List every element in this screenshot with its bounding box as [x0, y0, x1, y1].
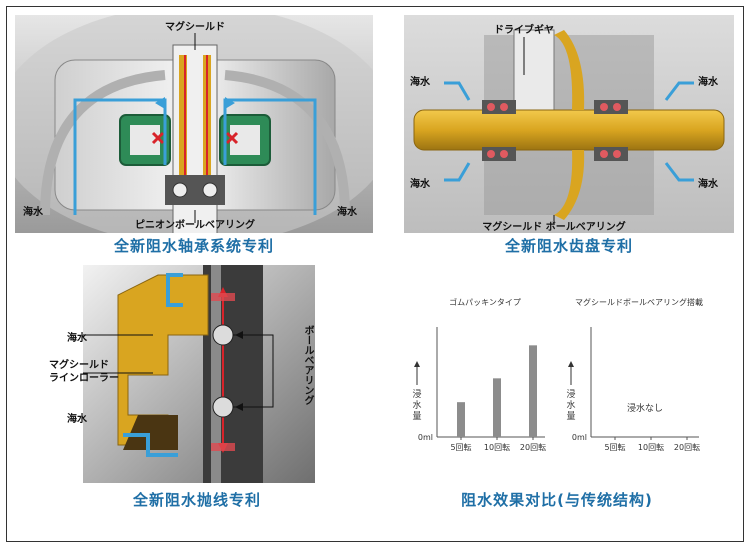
y-zero-label-1: 0ml: [572, 433, 587, 442]
bar-0-0: [457, 402, 465, 437]
x-tick-label-0-0: 5回転: [450, 443, 471, 452]
caption-comparison: 阻水效果对比(与传统结构): [461, 491, 653, 509]
ylabel-char-0-2: 量: [412, 411, 421, 422]
magshield-line-roller-label: マグシールド ラインローラー: [49, 359, 119, 385]
seawater-label-upper: 海水: [67, 333, 87, 344]
ylabel-char-0-0: 浸: [412, 389, 421, 400]
ylabel-arrowhead-0: [414, 361, 420, 367]
ylabel-arrowhead-1: [568, 361, 574, 367]
x-tick-label-0-2: 20回転: [520, 443, 546, 452]
magshield-label-line1: マグシールド: [49, 360, 109, 371]
x-tick-label-1-0: 5回転: [604, 443, 625, 452]
x-tick-label-0-1: 10回転: [484, 443, 510, 452]
drive-gear-label: ドライブギヤ: [494, 23, 554, 36]
x-tick-label-1-1: 10回転: [638, 443, 664, 452]
ylabel-char-1-0: 浸: [566, 389, 575, 400]
magshield-label-line2: ラインローラー: [49, 373, 119, 384]
ball-bearing-vertical-label: ボールベアリング: [302, 325, 313, 405]
ylabel-char-1-2: 量: [566, 411, 575, 422]
caption-bearing-system: 全新阻水轴承系统专利: [113, 237, 274, 255]
chart-title-0: ゴムパッキンタイプ: [449, 297, 521, 307]
magshield-label: マグシールド: [165, 20, 225, 33]
seawater-label-bottom-right: 海水: [698, 177, 719, 190]
caption-line-roller: 全新阻水抛线专利: [132, 491, 261, 509]
caption-drive-gear: 全新阻水齿盘专利: [504, 237, 633, 255]
y-zero-label-0: 0ml: [418, 433, 433, 442]
seawater-label-right: 海水: [337, 205, 358, 218]
ylabel-char-1-1: 水: [566, 399, 575, 411]
seawater-label-lower: 海水: [67, 414, 87, 425]
magshield-ball-bearing-label: マグシールド ボールベアリング: [482, 220, 625, 233]
figure-frame: マグシールド ピニオンボールベアリング 海水 海水 全新阻水轴承系统专利: [6, 6, 744, 542]
pinion-bearing-label: ピニオンボールベアリング: [135, 218, 255, 231]
x-tick-label-1-2: 20回転: [674, 443, 700, 452]
drive-gear-diagram: ドライブギヤ 海水 海水 海水 海水 マグシールド ボールベアリング: [404, 15, 734, 233]
ylabel-char-0-1: 水: [412, 399, 421, 411]
bearing-system-diagram: マグシールド ピニオンボールベアリング 海水 海水: [15, 15, 373, 233]
seawater-label-top-left: 海水: [410, 75, 431, 88]
chart-annotation-1: 浸水なし: [627, 402, 663, 414]
seawater-label-top-right: 海水: [698, 75, 719, 88]
line-roller-diagram: [83, 265, 315, 483]
bar-0-2: [529, 345, 537, 437]
chart-title-1: マグシールドボールベアリング搭載: [575, 297, 703, 307]
seawater-label-left: 海水: [23, 205, 44, 218]
bar-0-1: [493, 378, 501, 437]
seawater-label-bottom-left: 海水: [410, 177, 431, 190]
